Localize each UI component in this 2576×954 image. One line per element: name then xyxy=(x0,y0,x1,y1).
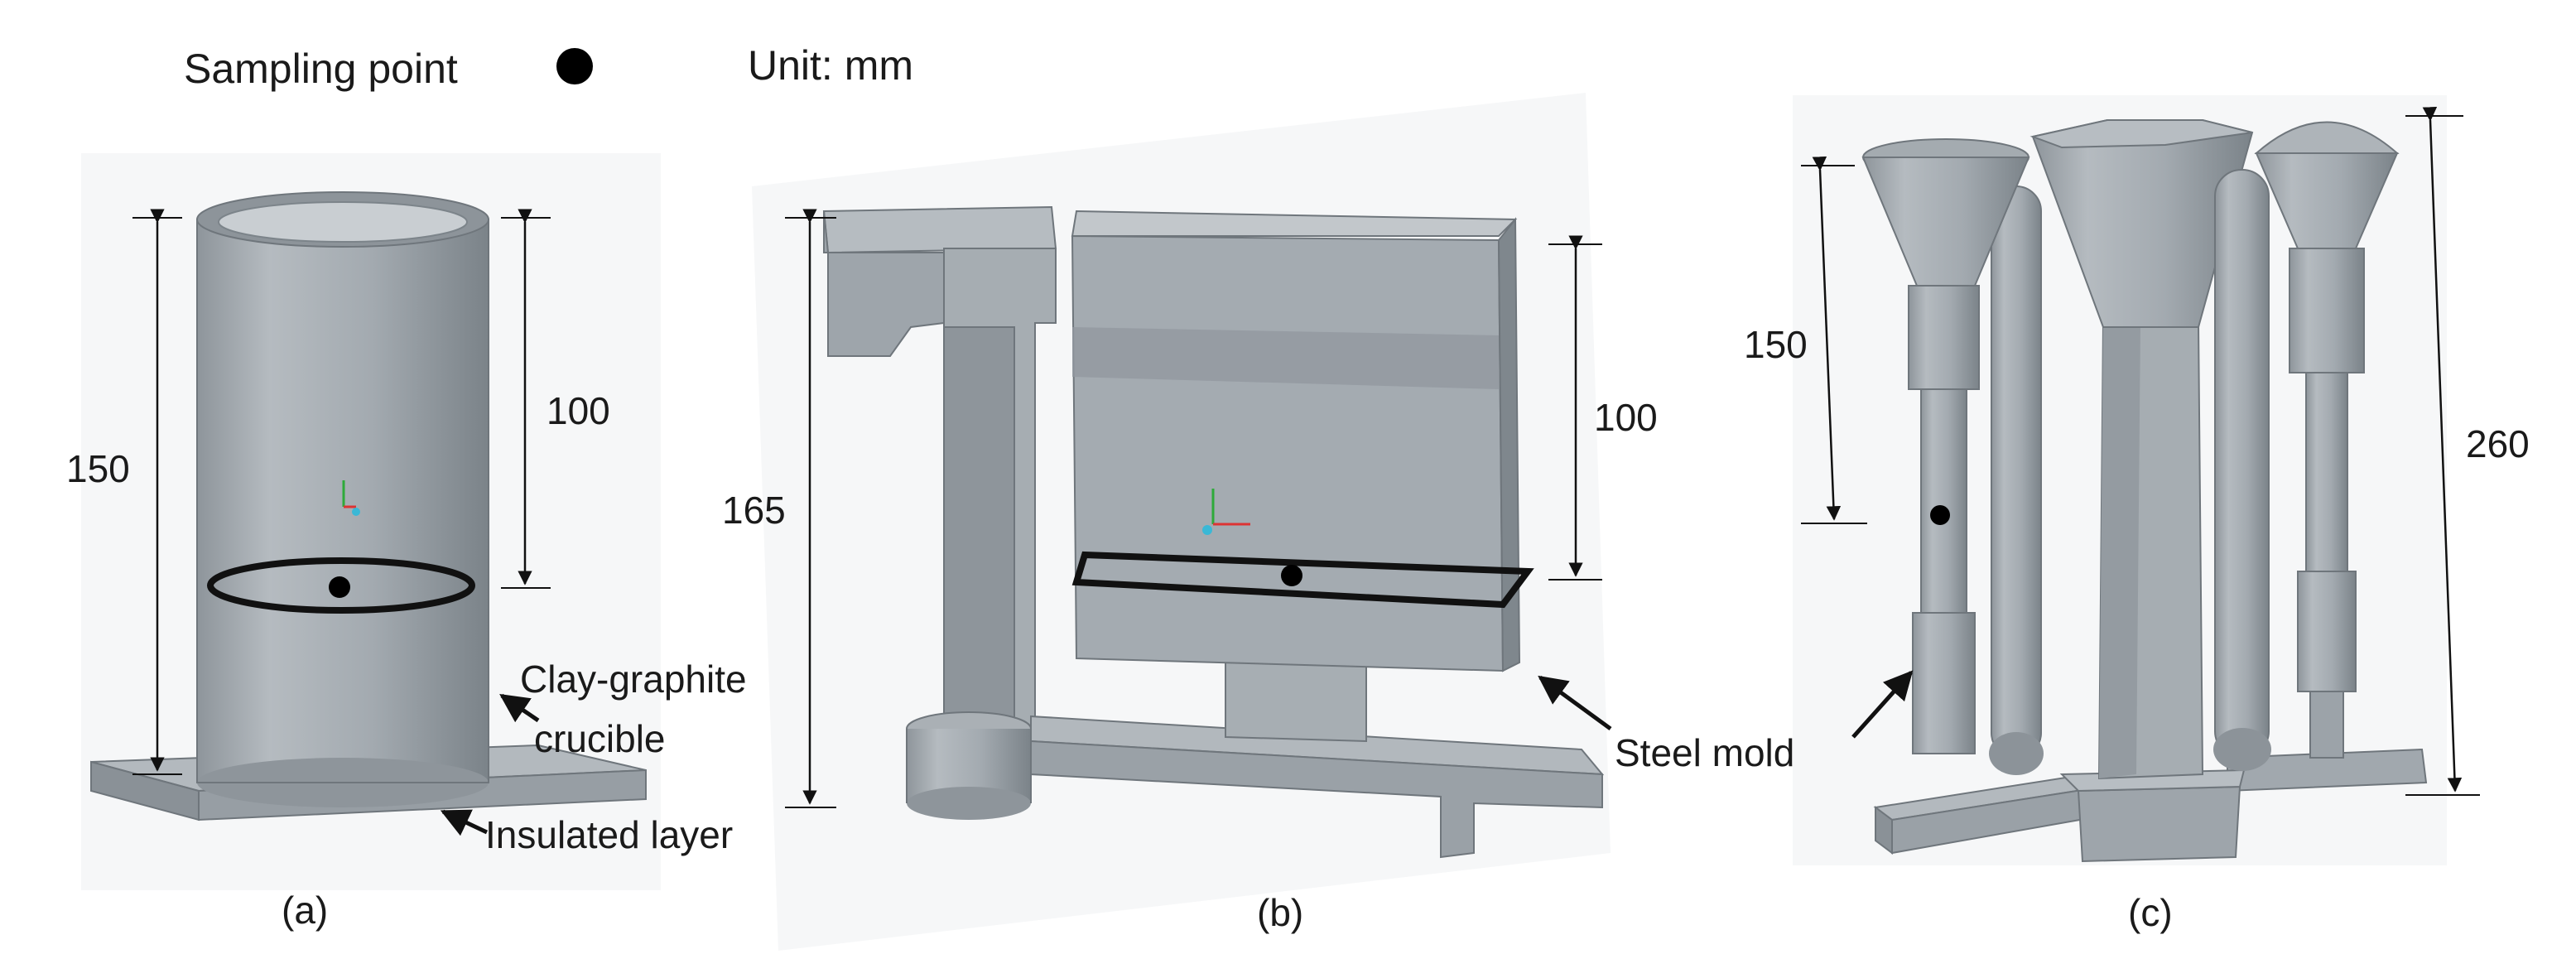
crucible-callout-line2: crucible xyxy=(534,717,666,760)
sampling-plane-b xyxy=(1071,551,1534,609)
axis-triad-icon xyxy=(342,480,360,516)
panel-c: 150 260 (c) xyxy=(1744,95,2530,934)
panel-a: 150 100 Clay-graphite crucible Insulated… xyxy=(66,153,747,932)
legend: Sampling point Unit: mm xyxy=(184,42,913,92)
caption-b: (b) xyxy=(1257,891,1303,934)
caption-c: (c) xyxy=(2128,891,2173,934)
dimension-label-260-c: 260 xyxy=(2466,422,2530,465)
clay-graphite-crucible xyxy=(196,191,489,807)
sampling-plane-ring xyxy=(207,557,475,614)
dimension-label-100-b: 100 xyxy=(1594,396,1658,439)
crucible-callout-line1: Clay-graphite xyxy=(520,658,747,701)
casting-assembly xyxy=(1861,119,2428,863)
dimension-label-100-a: 100 xyxy=(546,389,610,432)
insulated-layer-callout: Insulated layer xyxy=(485,813,733,856)
dimension-label-150-a: 150 xyxy=(66,447,130,490)
insulated-layer-callout-arrow xyxy=(440,809,489,836)
steel-mold-callout: Steel mold xyxy=(1615,731,1794,774)
dimension-260-c xyxy=(2405,106,2480,796)
sampling-point-b xyxy=(1281,565,1302,586)
unit-label: Unit: mm xyxy=(748,42,913,89)
sampling-point-marker-icon xyxy=(556,48,593,84)
sampling-point-a xyxy=(329,576,350,598)
dimension-165-b xyxy=(785,209,836,808)
dimension-100-b xyxy=(1548,235,1602,581)
crucible-callout-arrow xyxy=(499,693,540,723)
dimension-label-150-c: 150 xyxy=(1744,323,1808,366)
dimension-150-c xyxy=(1801,156,1867,524)
axis-triad-icon-b xyxy=(1202,489,1250,535)
caption-a: (a) xyxy=(282,889,328,932)
steel-mold-callout-arrow xyxy=(1538,675,1612,731)
sampling-point-c xyxy=(1930,505,1950,525)
steel-mold xyxy=(822,205,1605,859)
sampling-point-label: Sampling point xyxy=(184,46,458,92)
dimension-100-a xyxy=(501,209,551,589)
dimension-150-a xyxy=(132,209,182,775)
panel-b: 165 100 Steel mold (b) xyxy=(722,93,1794,951)
dimension-label-165-b: 165 xyxy=(722,489,786,532)
steel-mold-callout-arrow-c xyxy=(1851,670,1914,739)
